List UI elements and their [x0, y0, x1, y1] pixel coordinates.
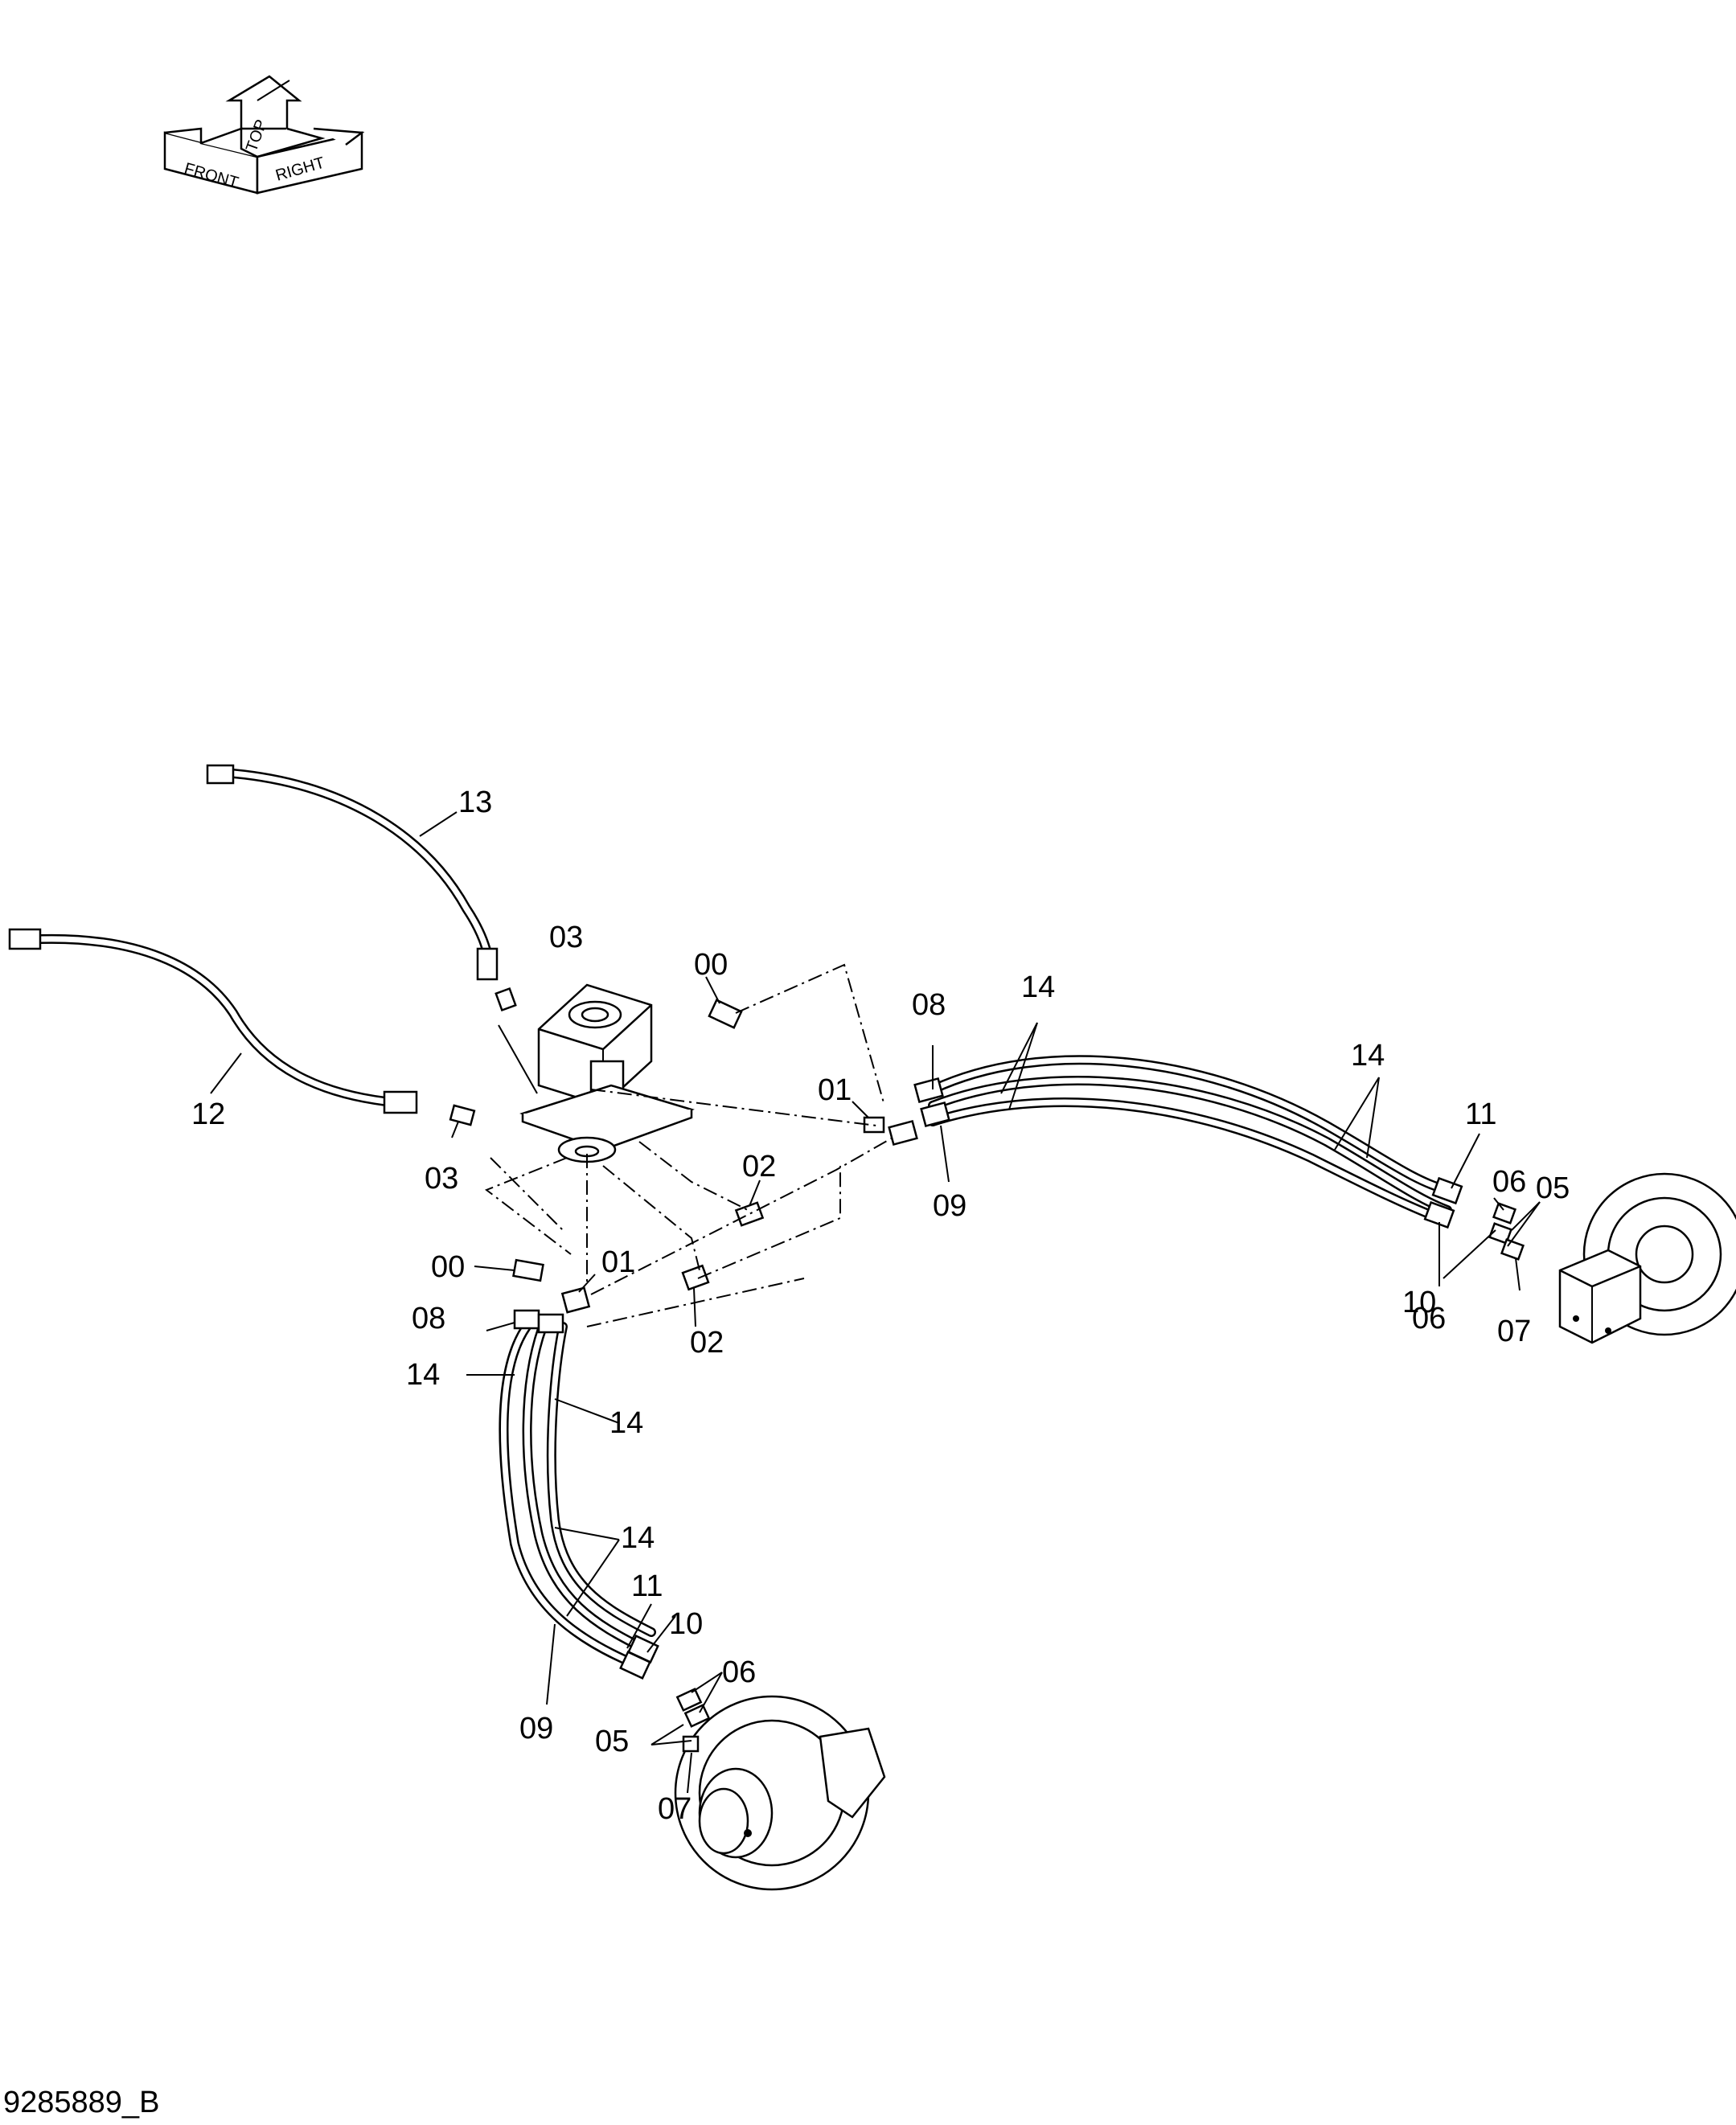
- fitting-02-lower: [681, 1264, 710, 1327]
- callout-06-right-lower: 06: [1412, 1302, 1446, 1335]
- hose-13-fitting-end: [206, 764, 235, 785]
- callout-12: 12: [191, 1097, 225, 1131]
- callout-08-left: 08: [412, 1302, 445, 1335]
- callout-01-right: 01: [818, 1073, 852, 1107]
- fitting-03-upper: [495, 987, 517, 1012]
- callout-09-left: 09: [519, 1712, 553, 1746]
- callout-08-right: 08: [912, 988, 946, 1022]
- callout-05-right: 05: [1536, 1171, 1570, 1205]
- hose-12: [8, 928, 418, 1114]
- callout-09-right: 09: [933, 1189, 966, 1223]
- callout-03-lower: 03: [425, 1162, 458, 1196]
- fitting-01-lower: [560, 1274, 596, 1314]
- callout-06-left: 06: [722, 1655, 756, 1689]
- callout-03-upper: 03: [549, 921, 583, 954]
- orientation-icon: FRONT RIGHT TOP: [163, 75, 365, 195]
- callout-14-upper: 14: [1021, 970, 1055, 1004]
- fitting-01-right: [852, 1101, 885, 1134]
- callout-14-left-a: 14: [406, 1358, 440, 1392]
- swivel-joint: [498, 983, 695, 1163]
- hose-13: [206, 764, 499, 981]
- callout-07-right: 07: [1497, 1315, 1531, 1348]
- fitting-02-upper: [734, 1179, 765, 1227]
- callout-02-upper: 02: [742, 1150, 776, 1184]
- fitting-03-lower: [449, 1104, 476, 1138]
- travel-motor-left: [674, 1695, 886, 1891]
- callout-07-left: 07: [658, 1792, 692, 1826]
- callout-11-right: 11: [1465, 1097, 1496, 1131]
- callout-01-lower: 01: [601, 1245, 635, 1279]
- callout-13: 13: [458, 786, 492, 819]
- fittings-right-motor: [1488, 1202, 1525, 1261]
- hose-13-fitting-valve: [476, 947, 499, 981]
- fittings-left-motor: [675, 1688, 711, 1753]
- leader-lines: [466, 1022, 1541, 1794]
- callout-14-right: 14: [1351, 1039, 1385, 1073]
- hose-bundle-left: [499, 1309, 659, 1680]
- callout-02-lower: 02: [690, 1326, 724, 1360]
- callout-10-left: 10: [669, 1607, 703, 1641]
- hose-bundle-right: [888, 1055, 1463, 1229]
- callout-10-right: 10: [1402, 1286, 1436, 1319]
- travel-motor-right: [1558, 1172, 1736, 1344]
- callout-00-upper: 00: [694, 948, 728, 982]
- hose-12-fitting-end: [8, 928, 42, 950]
- callout-14-left-b: 14: [609, 1406, 643, 1440]
- callout-11-left: 11: [631, 1569, 663, 1603]
- fitting-00-lower: [474, 1258, 544, 1282]
- callout-06-right-upper: 06: [1492, 1165, 1526, 1199]
- routing-lines: [484, 963, 893, 1327]
- callout-14-left-c: 14: [621, 1521, 655, 1555]
- callout-00-lower: 00: [431, 1250, 465, 1284]
- hose-12-fitting-valve: [383, 1090, 418, 1114]
- callout-labels: 13 12 03 03 00 00 01 01 02 02 08 08 09 0…: [191, 786, 1570, 1826]
- document-id: 9285889_B: [3, 2086, 160, 2119]
- fitting-00-upper: [705, 976, 743, 1029]
- callout-05-left: 05: [595, 1725, 629, 1758]
